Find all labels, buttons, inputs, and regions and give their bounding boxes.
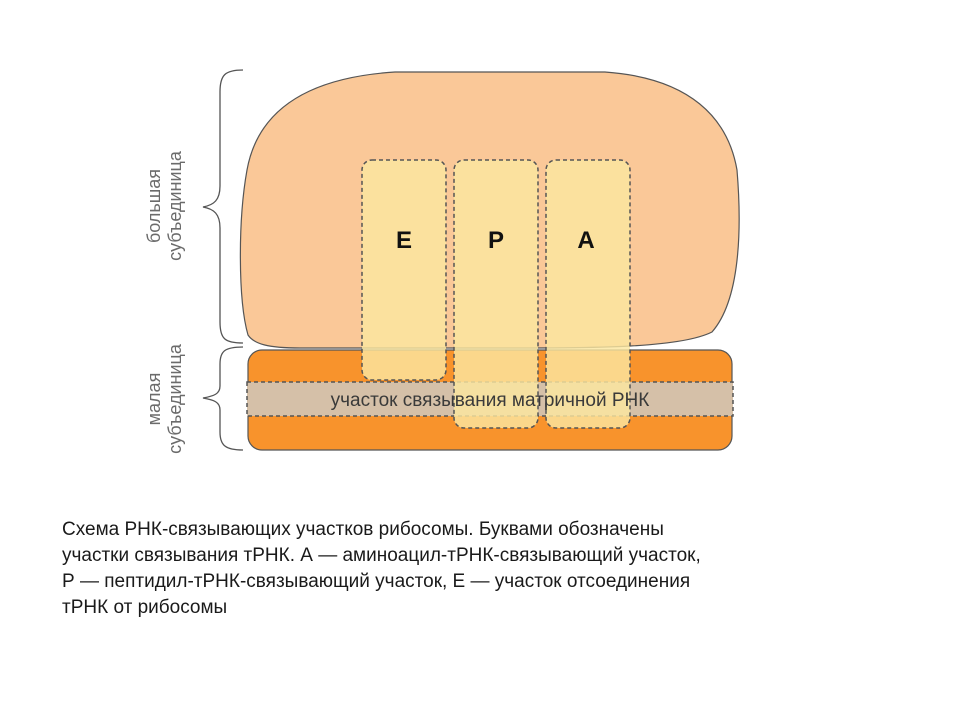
large-subunit-label-line1: большая [144,169,164,243]
mrna-site-label: участок связывания матричной РНК [331,390,650,411]
diagram-caption: Схема РНК-связывающих участков рибосомы.… [62,517,902,621]
caption-line: Р — пептидил-тРНК-связывающий участок, Е… [62,571,691,592]
site-e-letter: E [396,227,412,254]
large-subunit-brace [202,69,244,344]
caption-line: тРНК от рибосомы [62,597,228,618]
small-subunit-label-line1: малая [144,373,164,426]
site-a-box [545,159,631,429]
large-subunit-label-line2: субъединица [165,150,185,261]
site-e-box [361,159,447,381]
site-p-letter: P [488,227,504,254]
caption-line: участки связывания тРНК. А — аминоацил-т… [62,545,701,566]
small-subunit-brace [202,346,244,451]
caption-line: Схема РНК-связывающих участков рибосомы.… [62,519,664,540]
site-a-letter: A [577,227,594,254]
site-p-box [453,159,539,429]
small-subunit-label-line2: субъединица [165,343,185,454]
ribosome-diagram: E P A участок связывания матричной РНК б… [144,69,740,454]
